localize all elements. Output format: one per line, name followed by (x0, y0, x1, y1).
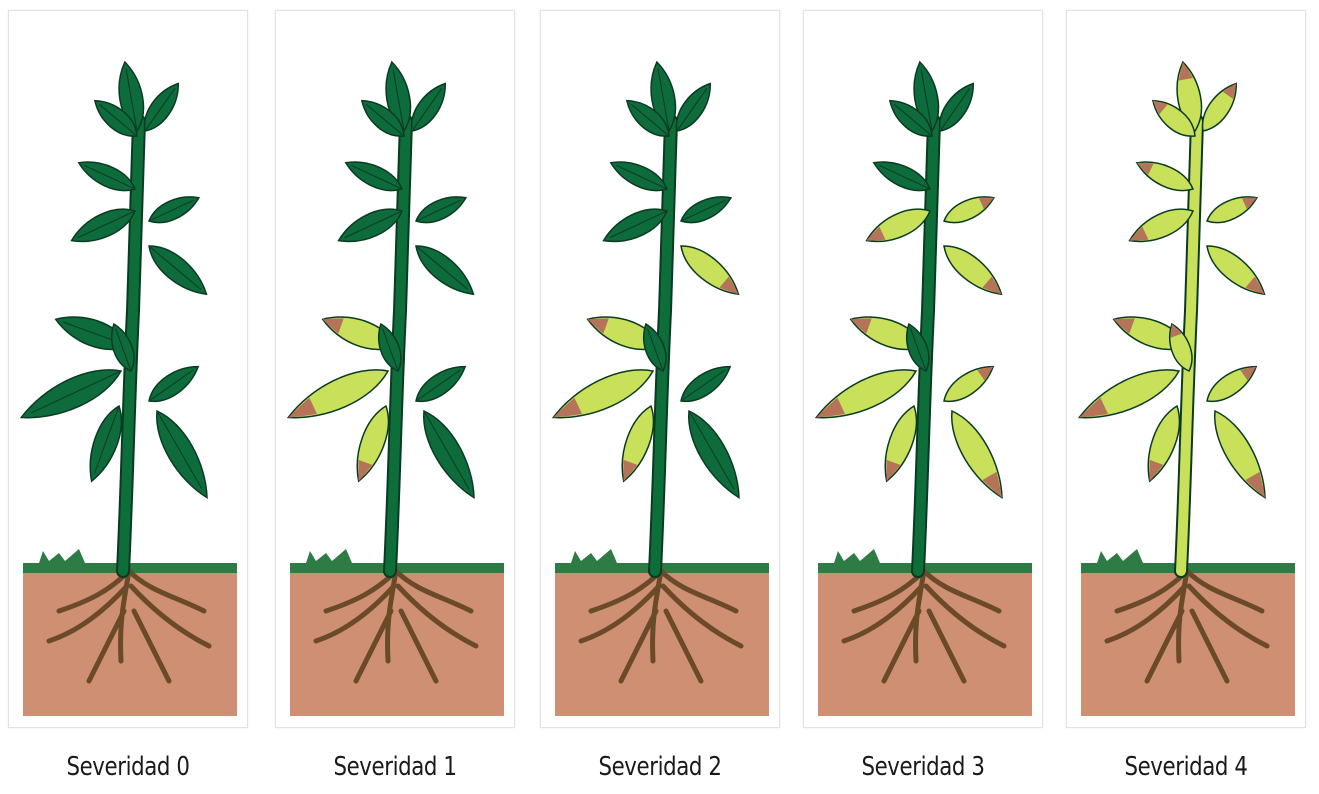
leaf (870, 154, 935, 198)
plant-illustration (541, 11, 779, 727)
panel-severity-0 (8, 10, 248, 728)
wilted-leaf (1200, 237, 1272, 303)
panel-severity-2 (540, 10, 780, 728)
wilted-leaf (1203, 189, 1261, 229)
plant-illustration (804, 11, 1042, 727)
panel-severity-3 (803, 10, 1043, 728)
panel-severity-4 (1066, 10, 1306, 728)
plant-illustration (1067, 11, 1305, 727)
leaf (412, 189, 470, 229)
caption-severity-4: Severidad 4 (1088, 752, 1285, 782)
wilted-leaf (940, 189, 998, 229)
leaf (146, 405, 218, 504)
leaf (143, 358, 204, 409)
panel-severity-1 (275, 10, 515, 728)
leaf (678, 405, 750, 504)
caption-severity-3: Severidad 3 (825, 752, 1022, 782)
leaf (342, 154, 407, 198)
caption-severity-2: Severidad 2 (562, 752, 759, 782)
plant-illustration (276, 11, 514, 727)
caption-severity-0: Severidad 0 (30, 752, 227, 782)
leaf (607, 154, 672, 198)
leaf (409, 237, 481, 303)
wilted-leaf (1204, 405, 1276, 504)
leaf (75, 154, 140, 198)
leaf (413, 405, 485, 504)
leaf (142, 237, 214, 303)
caption-severity-1: Severidad 1 (297, 752, 494, 782)
leaf (145, 189, 203, 229)
leaf (677, 189, 735, 229)
plant-illustration (9, 11, 247, 727)
wilted-leaf (941, 405, 1013, 504)
wilted-leaf (1133, 154, 1198, 198)
leaf (410, 358, 471, 409)
wilted-leaf (938, 358, 999, 409)
wilted-leaf (1201, 358, 1262, 409)
wilted-leaf (937, 237, 1009, 303)
leaf (675, 358, 736, 409)
wilted-leaf (674, 237, 746, 303)
